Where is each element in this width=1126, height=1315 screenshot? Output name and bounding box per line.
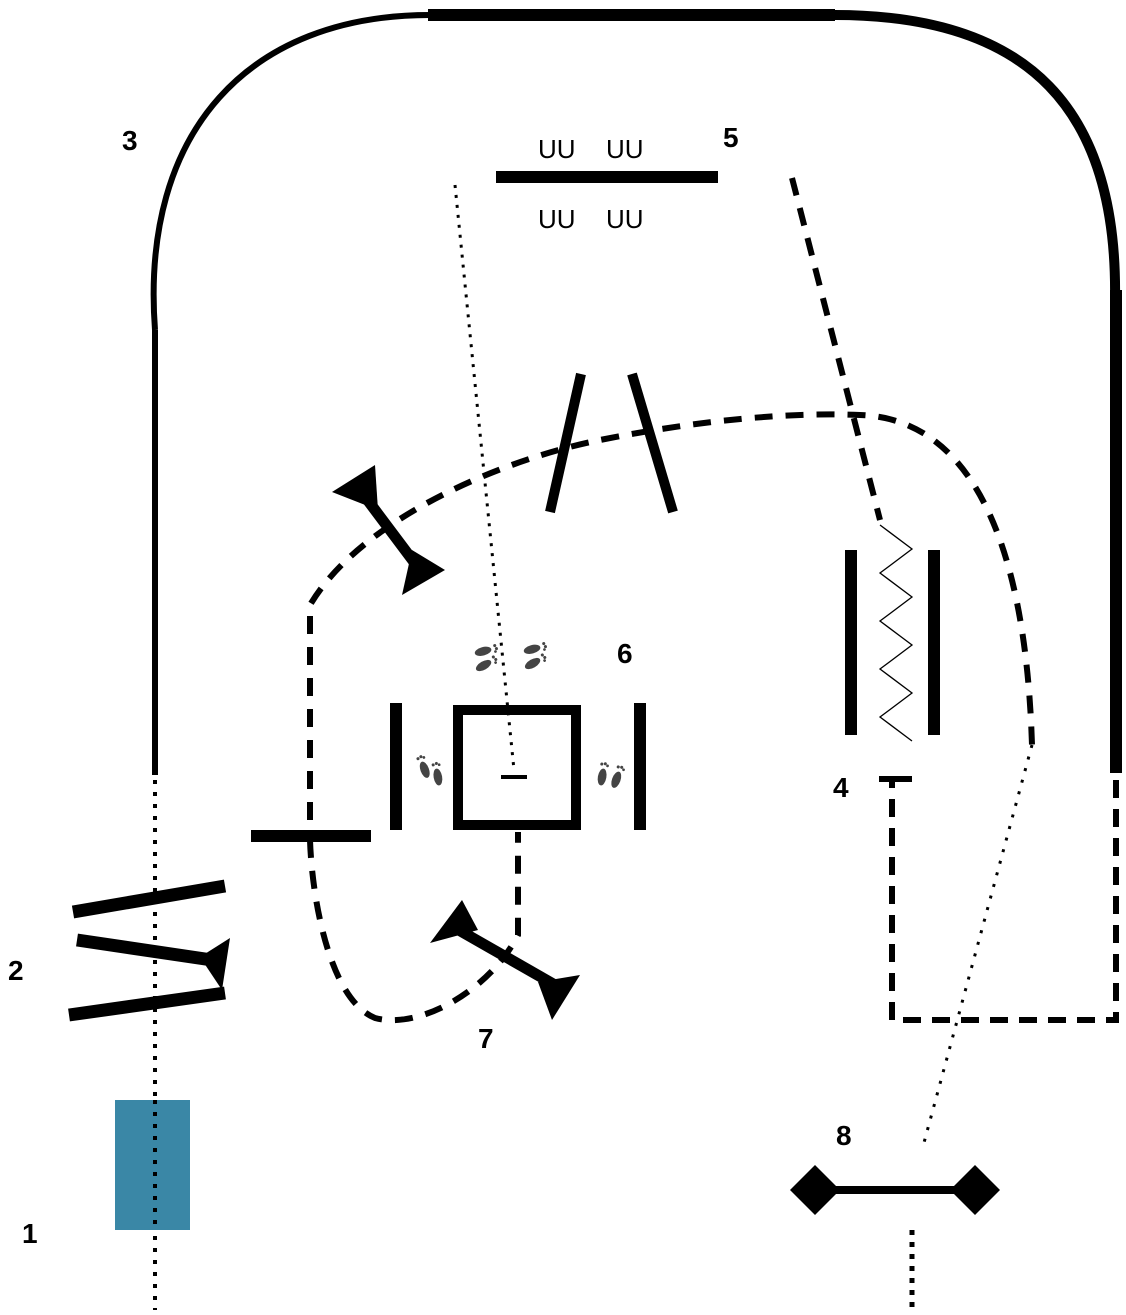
label-4: 4 [833,772,849,803]
label-3: 3 [122,125,138,156]
blue-block [115,1100,190,1230]
central-station [390,703,646,830]
zigzag-station [845,550,940,735]
i-beam-lower [430,900,580,1020]
zigzag-spring-icon [878,524,914,742]
dotted-paths [153,184,1034,1310]
uu-mark: UU [538,134,576,164]
outer-track [150,9,1122,775]
label-1: 1 [22,1218,38,1249]
label-6: 6 [617,638,633,669]
footprints-icon [415,641,626,790]
i-beam-left [332,465,445,595]
dashed-loop [307,177,1119,1024]
label-5: 5 [723,122,739,153]
label-7: 7 [478,1023,494,1054]
diamond-marker-icon [790,1165,1000,1215]
label-2: 2 [8,955,24,986]
slanted-bars [545,372,678,514]
label-8: 8 [836,1120,852,1151]
uu-mark: UU [606,134,644,164]
uu-mark: UU [606,204,644,234]
entry-bars [68,879,230,1022]
uu-mark: UU [538,204,576,234]
